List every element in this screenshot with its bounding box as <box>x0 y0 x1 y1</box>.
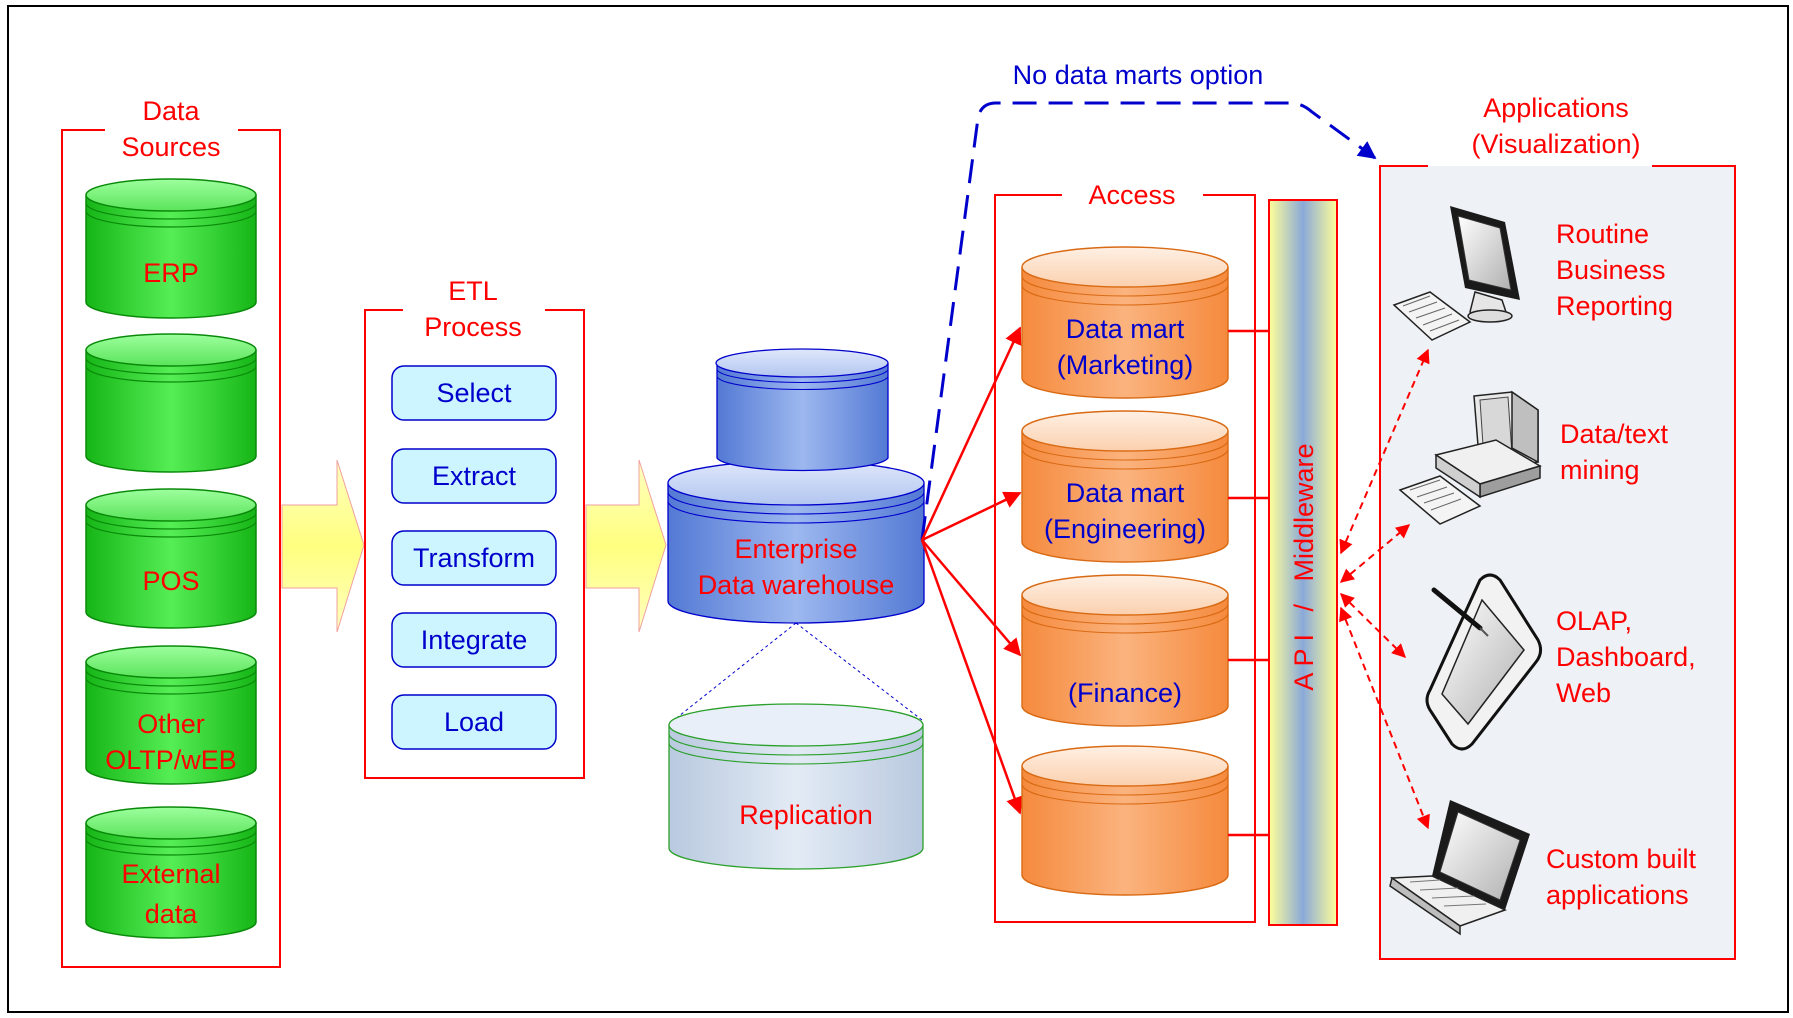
source-cylinder-2 <box>85 333 257 473</box>
applications-group: Applications (Visualization) Routine Bus… <box>1339 93 1736 960</box>
etl-frame <box>364 309 585 779</box>
arrow-to-mart-finance <box>921 539 1022 657</box>
data-sources-frame <box>61 129 281 968</box>
etl-step-extract-label: Extract <box>432 461 517 491</box>
middleware-to-apps-arrows <box>1339 348 1430 830</box>
etl-title-line2: Process <box>424 312 522 342</box>
app-custom-line1: Custom built <box>1546 844 1697 874</box>
etl-step-select-label: Select <box>436 378 512 408</box>
mart-cylinder-4 <box>1021 745 1229 896</box>
arrow-to-mart-engineering <box>921 491 1022 542</box>
mart-cylinder-finance: (Finance) <box>1021 574 1229 727</box>
source-cylinder-pos: POS <box>85 488 257 629</box>
tablet-pen-icon <box>1425 573 1543 751</box>
etl-title-line1: ETL <box>448 276 498 306</box>
no-data-marts-arrow <box>920 101 1377 541</box>
no-data-marts-label: No data marts option <box>1013 60 1264 90</box>
data-sources-title-line2: Sources <box>121 132 220 162</box>
mart-marketing-line2: (Marketing) <box>1057 350 1194 380</box>
source-label-pos: POS <box>142 566 199 596</box>
etl-step-transform <box>391 530 557 586</box>
app-olap-line1: OLAP, <box>1556 606 1632 636</box>
etl-step-select <box>391 365 557 421</box>
replication-link <box>673 622 923 721</box>
data-sources-title-line1: Data <box>142 96 200 126</box>
etl-step-integrate <box>391 612 557 668</box>
desktop-computer-icon <box>1392 206 1520 341</box>
warehouse-to-marts-arrows <box>920 326 1023 815</box>
enterprise-warehouse-group: Replication Enterprise Data warehouse <box>667 348 925 870</box>
warehouse-label-line2: Data warehouse <box>698 570 895 600</box>
middleware-label: A P I / Middleware <box>1289 443 1319 690</box>
etl-step-integrate-label: Integrate <box>421 625 528 655</box>
access-group: Access Data mart (Marketing) Data mart (… <box>994 180 1268 923</box>
applications-frame <box>1379 165 1736 960</box>
etl-process-group: ETL Process Select Extract Transform Int… <box>364 276 585 779</box>
laptop-icon <box>1389 800 1530 936</box>
arrow-to-custom <box>1339 606 1430 830</box>
warehouse-cylinder-base <box>667 460 925 624</box>
workstation-icon <box>1398 390 1542 525</box>
app-olap-line3: Web <box>1556 678 1611 708</box>
app-custom-line2: applications <box>1546 880 1689 910</box>
source-label-external-line1: External <box>121 859 220 889</box>
mart-finance-line2: (Finance) <box>1068 678 1182 708</box>
arrow-to-mart-marketing <box>920 326 1022 541</box>
source-cylinder-other-oltp: Other OLTP/wEB <box>85 645 257 785</box>
app-mining-line2: mining <box>1560 455 1640 485</box>
source-label-other-line2: OLTP/wEB <box>105 745 237 775</box>
warehouse-label-line1: Enterprise <box>734 534 857 564</box>
etl-step-extract <box>391 448 557 504</box>
applications-title-line2: (Visualization) <box>1471 129 1640 159</box>
source-label-erp: ERP <box>143 258 199 288</box>
access-frame <box>994 194 1256 923</box>
arrow-to-mart-4 <box>920 539 1023 815</box>
mart-cylinder-marketing: Data mart (Marketing) <box>1021 246 1229 399</box>
data-sources-group: Data Sources ERP POS Other <box>61 96 281 968</box>
etl-step-transform-label: Transform <box>413 543 535 573</box>
source-label-external-line2: data <box>145 899 199 929</box>
replication-label: Replication <box>739 800 873 830</box>
flow-arrow-etl-to-warehouse <box>585 459 667 633</box>
mart-engineering-line2: (Engineering) <box>1044 514 1206 544</box>
access-title: Access <box>1088 180 1175 210</box>
app-reporting-line3: Reporting <box>1556 291 1673 321</box>
source-cylinder-external: External data <box>85 806 257 939</box>
source-label-other-line1: Other <box>137 709 205 739</box>
mart-engineering-line1: Data mart <box>1066 478 1185 508</box>
etl-step-load <box>391 694 557 750</box>
etl-step-load-label: Load <box>444 707 504 737</box>
flow-arrow-sources-to-etl <box>281 459 365 633</box>
app-mining-line1: Data/text <box>1560 419 1669 449</box>
source-cylinder-erp: ERP <box>85 178 257 319</box>
mart-marketing-line1: Data mart <box>1066 314 1185 344</box>
middleware-bar: A P I / Middleware <box>1268 199 1338 926</box>
warehouse-cylinder-top <box>715 348 889 472</box>
app-reporting-line1: Routine <box>1556 219 1649 249</box>
replication-cylinder: Replication <box>668 703 924 870</box>
arrow-to-reporting <box>1339 348 1430 555</box>
arrow-to-mining <box>1339 524 1411 583</box>
app-reporting-line2: Business <box>1556 255 1666 285</box>
applications-title-line1: Applications <box>1483 93 1629 123</box>
app-olap-line2: Dashboard, <box>1556 642 1696 672</box>
mart-cylinder-engineering: Data mart (Engineering) <box>1021 410 1229 563</box>
